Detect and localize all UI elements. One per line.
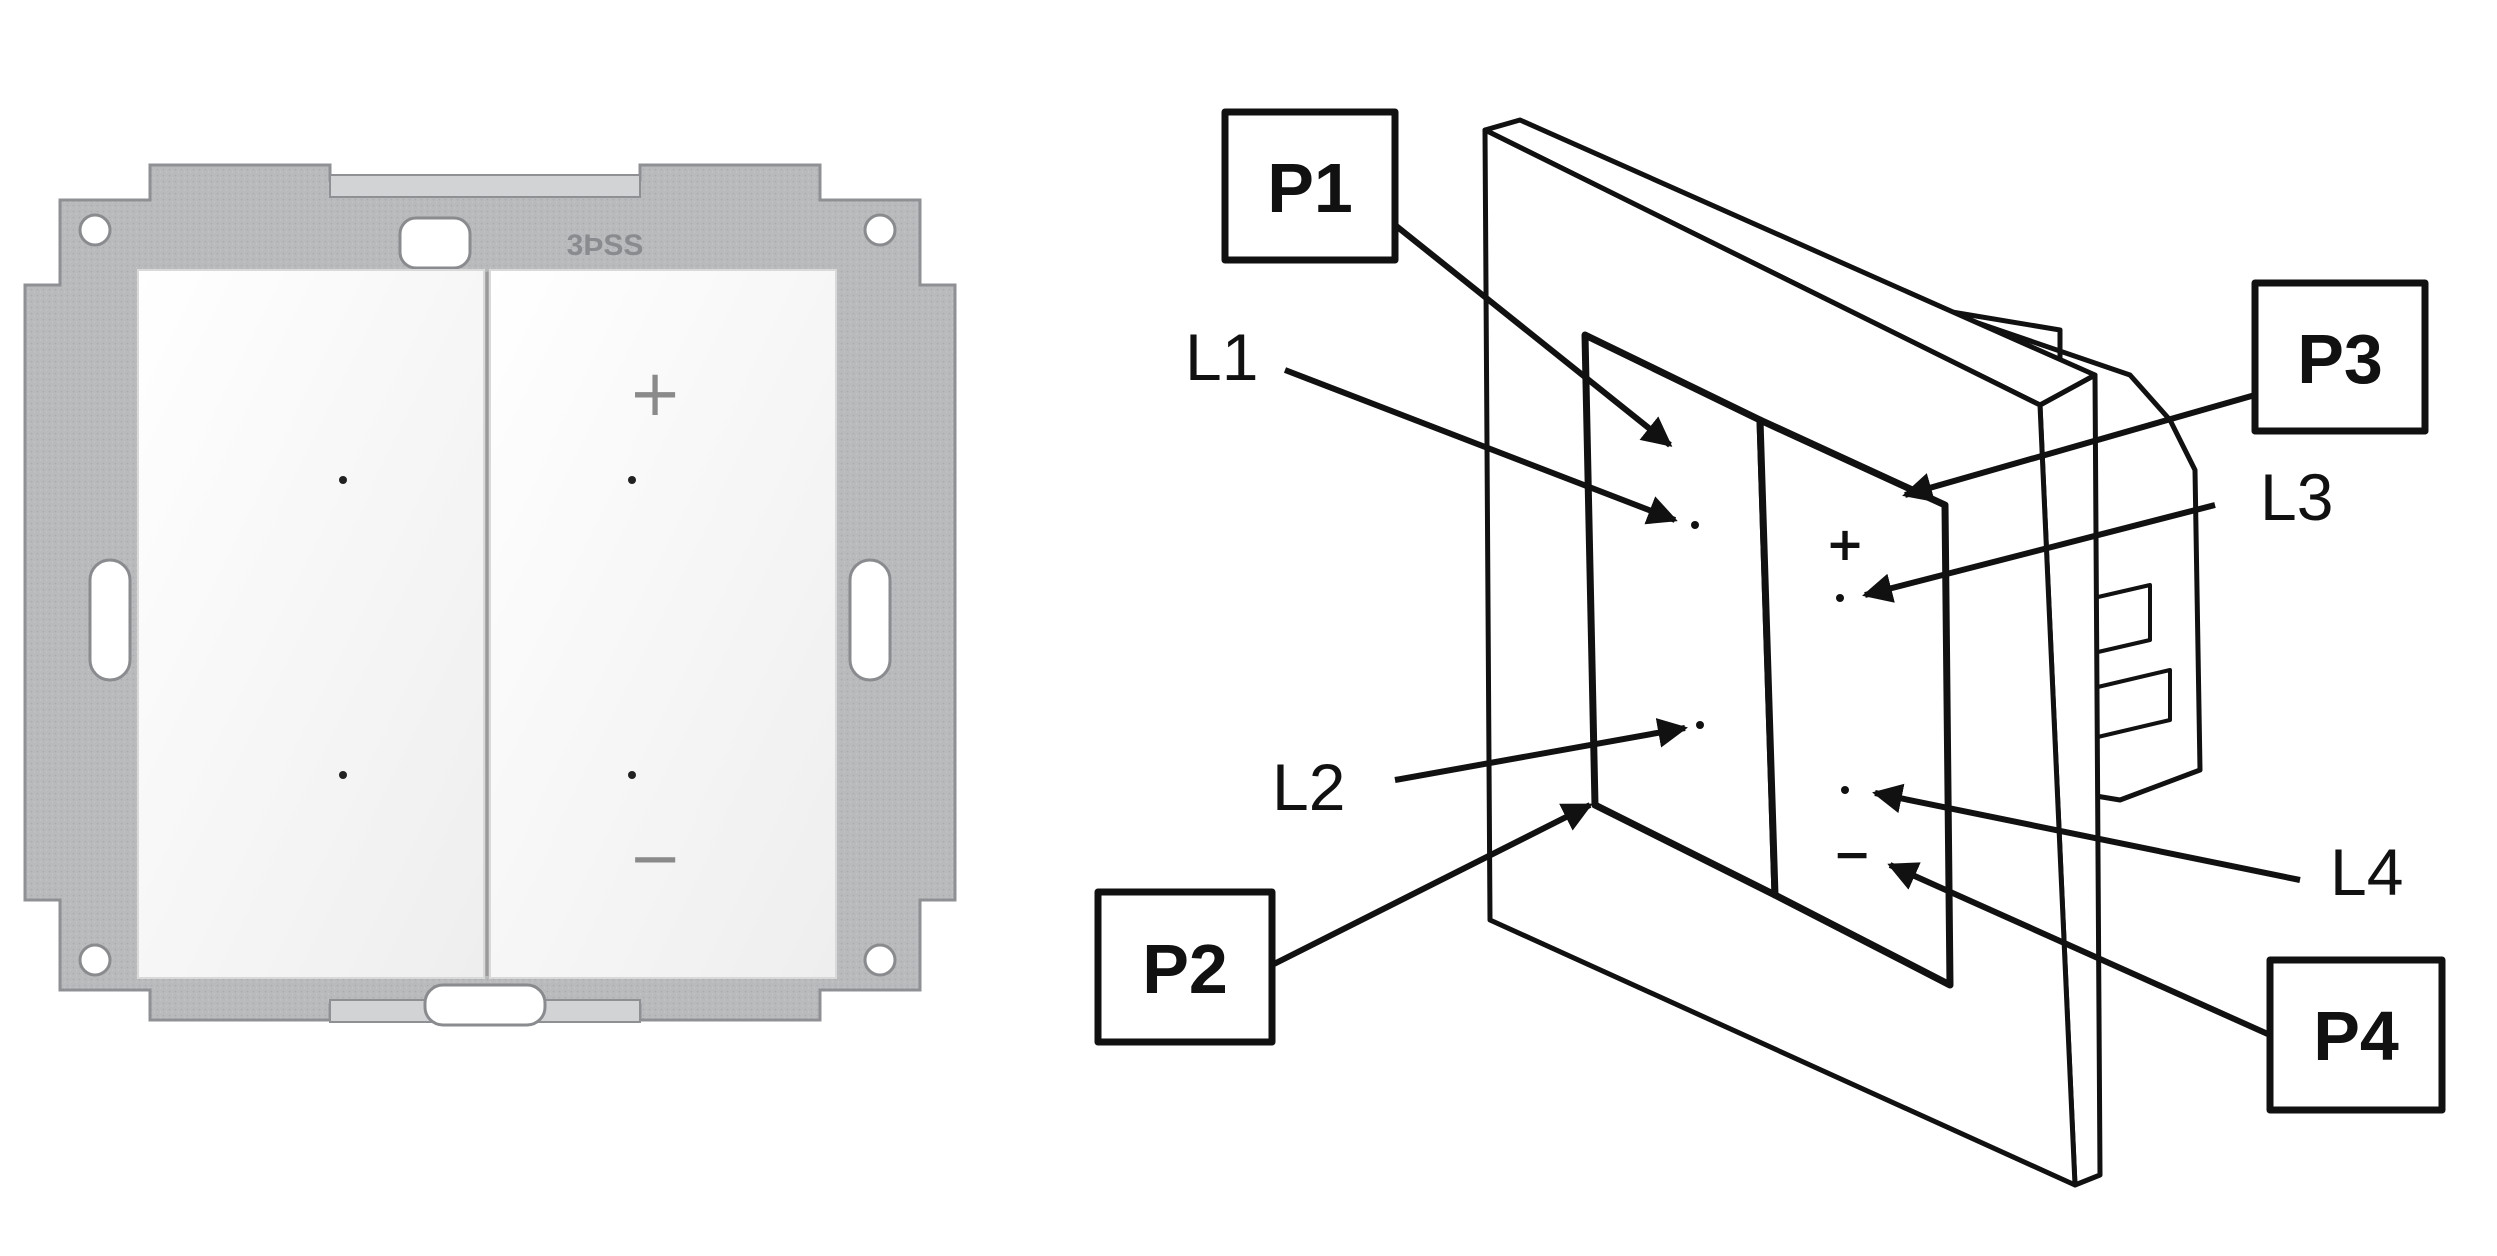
label-l4: L4	[2330, 835, 2403, 909]
frame-corner-holes	[78, 213, 897, 977]
label-l2: L2	[1272, 750, 1345, 824]
pointer-arrows	[1270, 222, 2301, 1038]
frame-marking: 3ÞSS	[567, 229, 644, 262]
screw-hole	[863, 943, 897, 977]
photo-plus-symbol: +	[628, 357, 682, 431]
callout-p4-label: P4	[2313, 997, 2399, 1075]
diagram-left-key	[1581, 331, 1779, 899]
diagram-right-key	[1756, 416, 1954, 989]
right-key	[489, 269, 837, 979]
left-slot	[88, 558, 132, 682]
callout-p3: P3	[2251, 279, 2429, 435]
callout-p1-label: P1	[1267, 149, 1353, 227]
diagram-led-dot	[1841, 786, 1849, 794]
callout-p3-box	[2251, 279, 2429, 435]
left-key	[137, 269, 485, 979]
led-dot	[628, 771, 636, 779]
arrow-p1	[1393, 222, 1673, 448]
top-slot	[398, 216, 472, 270]
arrow-l1	[1283, 367, 1678, 525]
callout-p3-label: P3	[2297, 320, 2383, 398]
top-clip	[329, 174, 641, 198]
arrow-p3	[1902, 392, 2256, 503]
led-dot	[628, 476, 636, 484]
callout-p1-box	[1221, 108, 1399, 264]
arrow-l3	[1862, 502, 2216, 603]
diagram-led-dot	[1691, 521, 1699, 529]
label-l3: L3	[2260, 460, 2333, 534]
arrow-p2	[1270, 802, 1593, 968]
arrow-l2	[1394, 718, 1688, 783]
callout-p2: P2	[1094, 888, 1276, 1046]
diagram-plus-symbol: +	[1826, 517, 1865, 571]
diagram-led-dot	[1836, 594, 1844, 602]
led-dot	[339, 771, 347, 779]
callout-p2-box	[1094, 888, 1276, 1046]
led-dot	[339, 476, 347, 484]
photo-minus-symbol: −	[628, 822, 682, 896]
bottom-slot	[423, 983, 547, 1027]
diagram-key-gap	[1757, 419, 1778, 896]
callout-p4-box	[2266, 956, 2446, 1114]
arrow-l4	[1872, 783, 2301, 883]
switch-diagram: + − P1 P2 P3 P4	[1094, 108, 2446, 1188]
right-slot	[848, 558, 892, 682]
callout-p1: P1	[1221, 108, 1399, 264]
callout-p4: P4	[2266, 956, 2446, 1114]
switch-photo: 3ÞSS + −	[23, 163, 957, 1027]
screw-hole	[78, 213, 112, 247]
screw-hole	[863, 213, 897, 247]
diagram-minus-symbol: −	[1833, 827, 1872, 881]
label-l1: L1	[1185, 320, 1258, 394]
callout-p2-label: P2	[1142, 930, 1228, 1008]
screw-hole	[78, 943, 112, 977]
arrow-p4	[1887, 862, 2272, 1038]
diagram-led-dot	[1696, 721, 1704, 729]
